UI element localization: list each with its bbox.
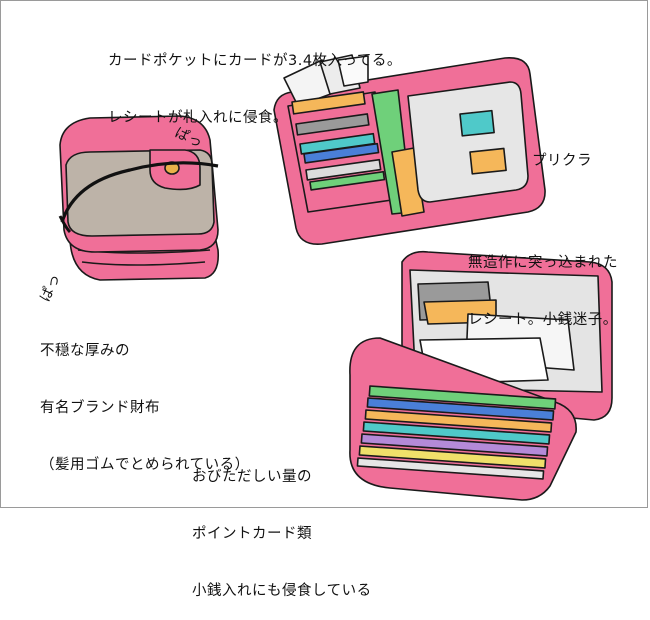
wallet-illustration [58, 54, 613, 501]
caption-purikura: プリクラ [532, 114, 592, 190]
caption-receipt: 無造作に突っ込まれた レシート。小銭迷子。 [468, 216, 618, 349]
caption-bottom-line-2: ポイントカード類 [192, 526, 312, 542]
closed-wallet [58, 115, 220, 281]
caption-receipt-line-1: 無造作に突っ込まれた [468, 255, 618, 271]
caption-left-line-1: 不穏な厚みの [40, 343, 130, 359]
caption-receipt-line-2: レシート。小銭迷子。 [468, 312, 618, 328]
caption-left-line-2: 有名ブランド財布 [40, 400, 160, 416]
caption-bottom: おびただしい量の ポイントカード類 小銭入れにも侵食している [192, 430, 372, 620]
caption-top: カードポケットにカードが3.4枚入ってる。 レシートが札入れに侵食。 [108, 14, 402, 147]
caption-top-line-1: カードポケットにカードが3.4枚入ってる。 [108, 53, 402, 69]
open-bifold-wallet [273, 54, 546, 245]
caption-top-line-2: レシートが札入れに侵食。 [108, 110, 288, 126]
caption-purikura-text: プリクラ [532, 153, 592, 169]
open-long-wallet [349, 250, 613, 501]
caption-bottom-line-1: おびただしい量の [192, 469, 312, 485]
caption-left: 不穏な厚みの 有名ブランド財布 （髪用ゴムでとめられている） [40, 304, 250, 494]
caption-bottom-line-3: 小銭入れにも侵食している [192, 583, 372, 599]
caption-left-line-3: （髪用ゴムでとめられている） [40, 457, 250, 473]
